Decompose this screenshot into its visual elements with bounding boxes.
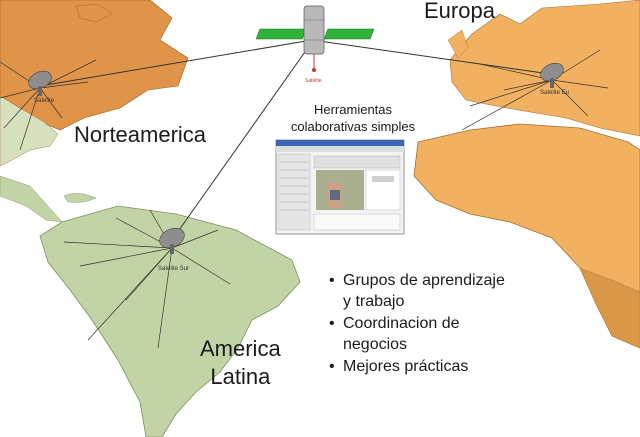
collaboration-tool-screenshot <box>275 139 405 235</box>
link-to-south-america <box>171 41 313 241</box>
svg-text:Satelite: Satelite <box>34 98 55 104</box>
north-america-label: Norteamerica <box>74 122 207 147</box>
list-item: Coordinacion de negocios <box>326 313 513 355</box>
list-item: Grupos de aprendizaje y trabajo <box>326 270 513 312</box>
link-to-north-america <box>39 39 313 87</box>
satellite-icon <box>255 5 375 72</box>
station-north-america: Satelite <box>0 59 97 151</box>
latin-america-label-line1: America <box>200 336 281 361</box>
south-america-landmass <box>39 205 301 437</box>
latin-america-label-line2: Latina <box>210 364 271 389</box>
europe-label: Europa <box>424 0 495 23</box>
north-america-island <box>75 3 113 23</box>
british-isles <box>447 29 469 59</box>
central-america <box>0 175 63 223</box>
svg-text:Satelite Sur: Satelite Sur <box>158 266 189 272</box>
station-europe: Satelite Eu <box>461 49 609 131</box>
svg-text:Satelite Eu: Satelite Eu <box>540 90 569 96</box>
north-america-coast <box>0 95 59 167</box>
tools-caption: Herramientas colaborativas simples <box>290 102 416 134</box>
list-item: Mejores prácticas <box>326 356 513 377</box>
satellite-links <box>39 39 551 241</box>
station-south-america: Satelite Sur <box>63 209 231 349</box>
latin-america-label: America Latina <box>200 335 281 391</box>
africa-south <box>579 267 640 349</box>
satellite-label: Satelite <box>305 78 322 84</box>
benefits-list: Grupos de aprendizaje y trabajo Coordina… <box>326 270 513 378</box>
caribbean-islands <box>63 193 97 203</box>
link-to-europe <box>311 39 551 75</box>
